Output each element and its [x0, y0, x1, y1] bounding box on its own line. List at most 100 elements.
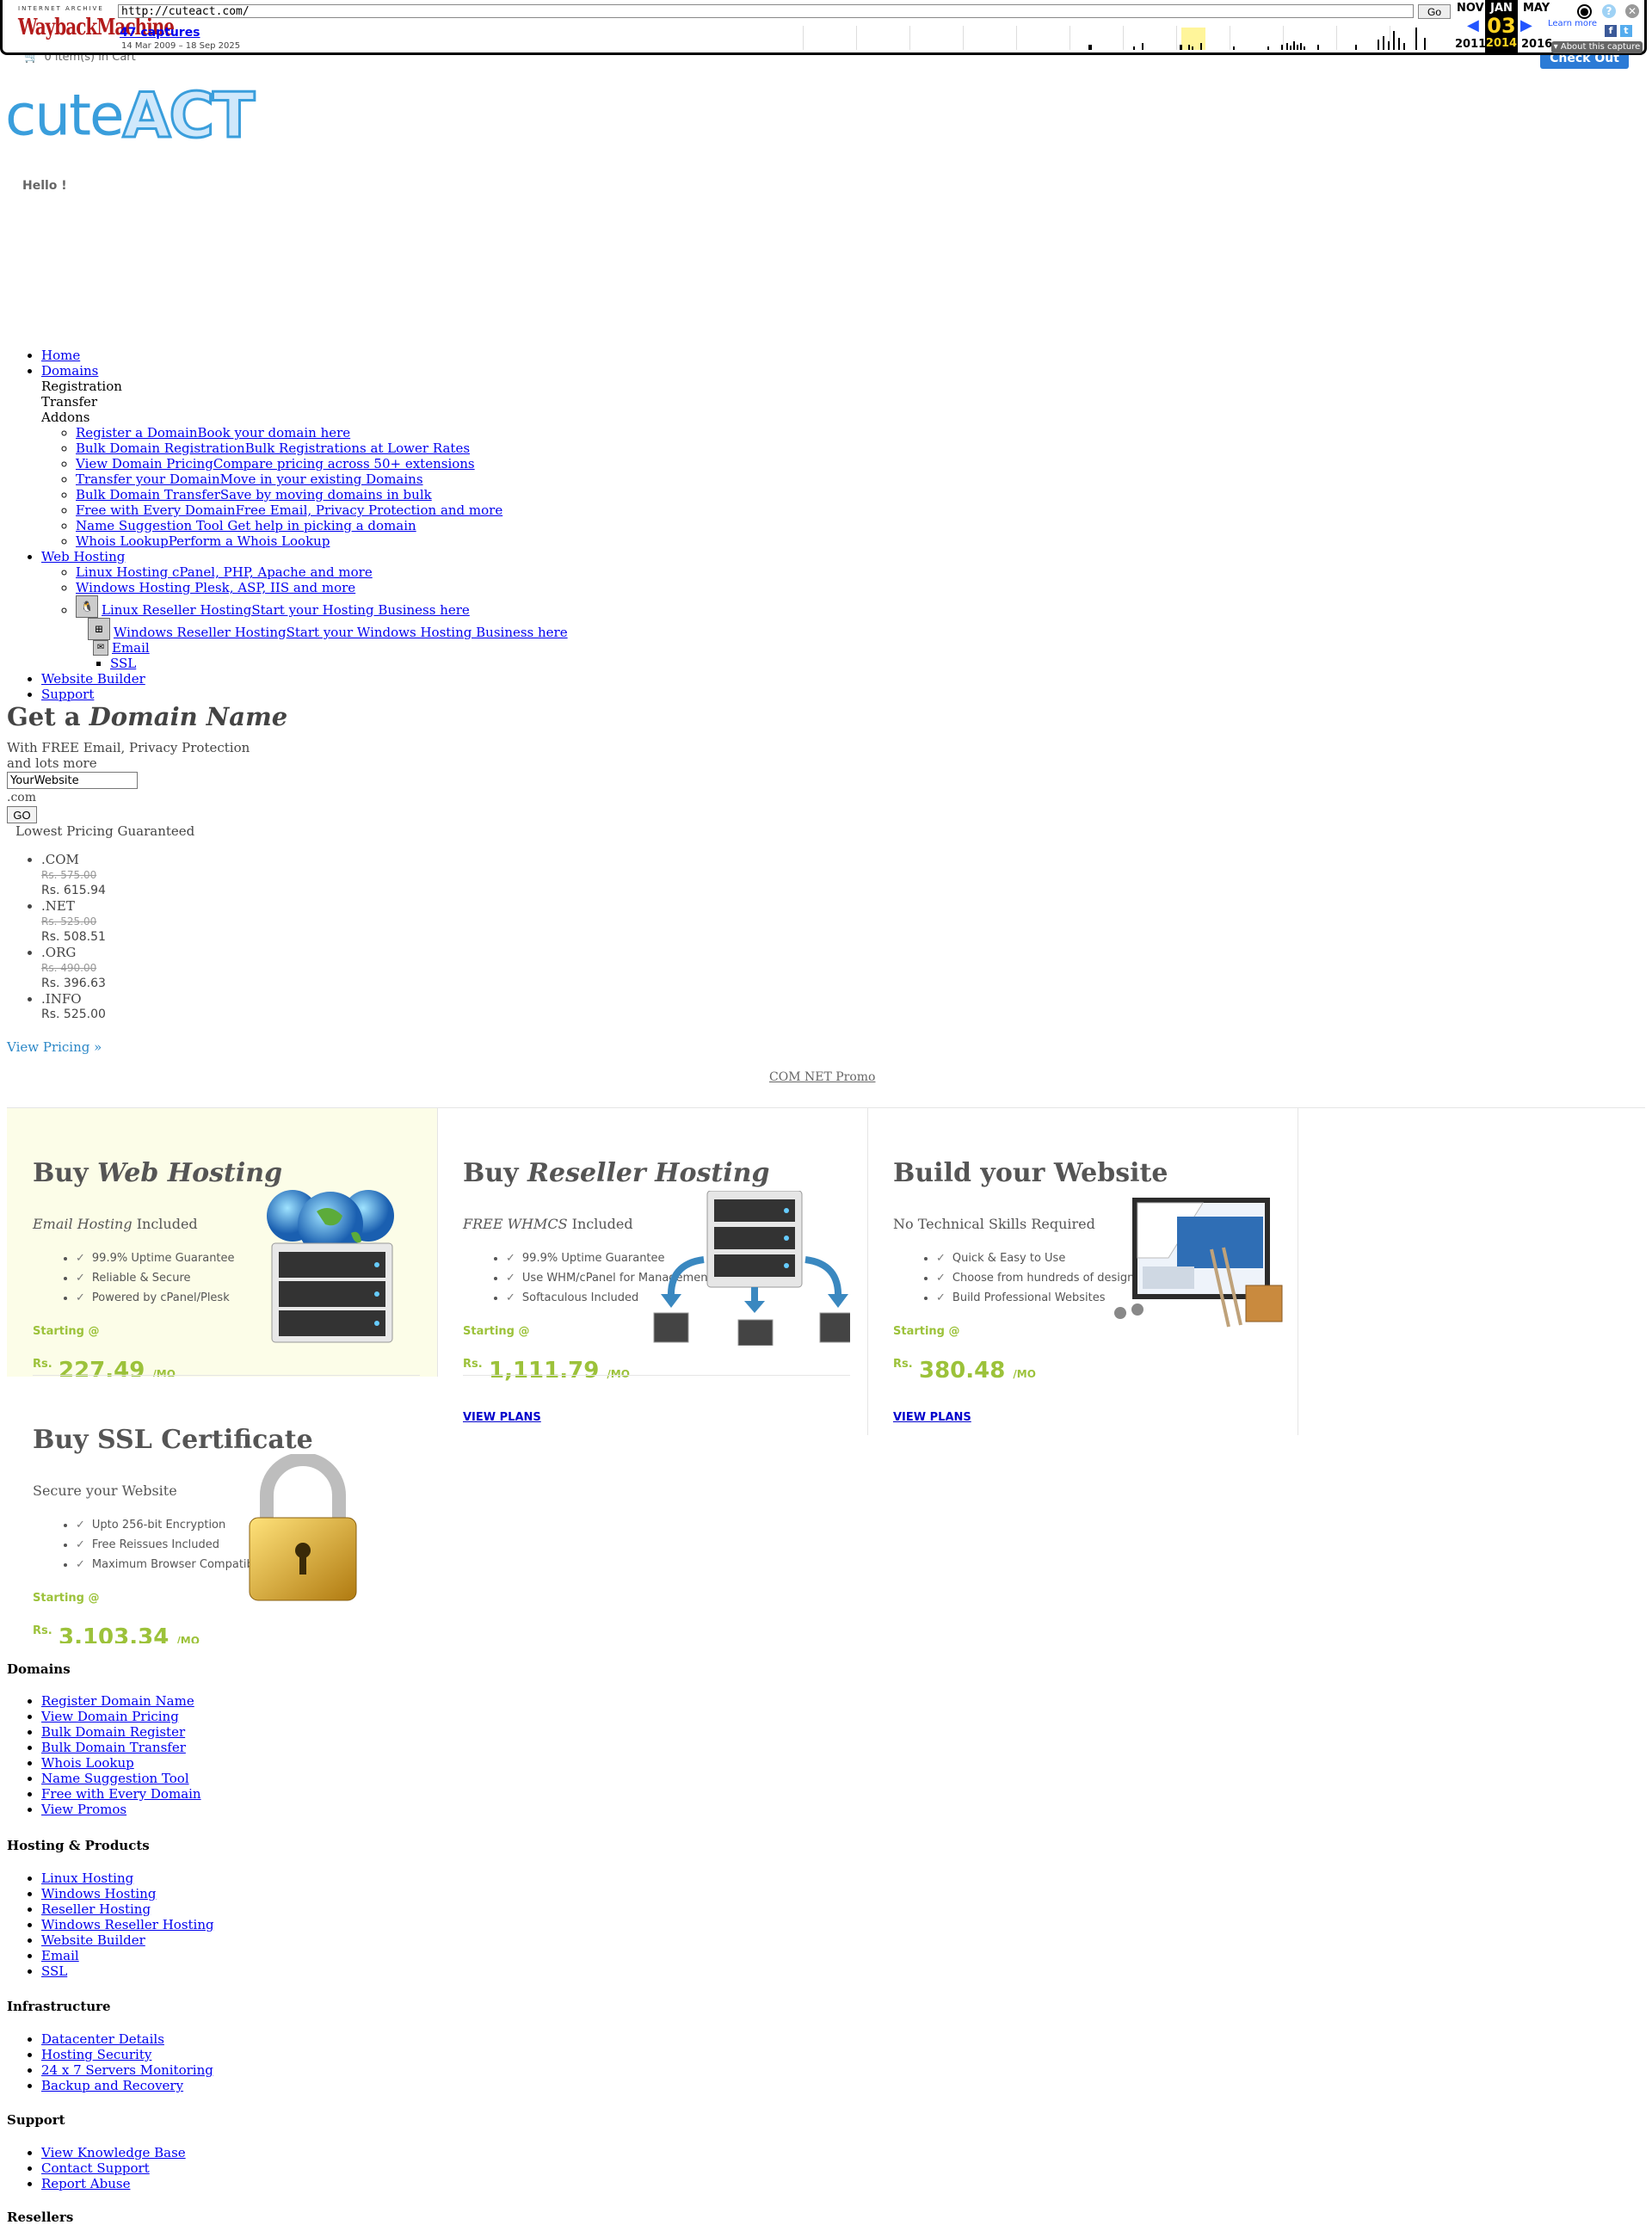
price-value: 3,103.34	[59, 1624, 170, 1643]
nav-tab-transfer[interactable]: Transfer	[41, 394, 98, 410]
website-builder-image	[1114, 1198, 1283, 1328]
list-item: Bulk Domain RegistrationBulk Registratio…	[76, 441, 568, 456]
nav-link-bulk-registration[interactable]: Bulk Domain RegistrationBulk Registratio…	[76, 441, 471, 456]
list-item: Bulk Domain Transfer	[41, 1740, 201, 1755]
lowest-pricing-text: Lowest Pricing Guaranteed	[15, 823, 195, 839]
promo-image-alt[interactable]: COM NET Promo	[769, 1070, 876, 1084]
user-icon[interactable]: ●	[1577, 4, 1592, 19]
footer-link[interactable]: Whois Lookup	[41, 1755, 134, 1771]
feature-item: ✓Upto 256-bit Encryption	[76, 1515, 274, 1535]
footer-link[interactable]: Website Builder	[41, 1932, 145, 1948]
product-box-ssl: Buy SSL Certificate Secure your Website …	[7, 1375, 437, 1643]
wayback-current-year: 2014	[1485, 37, 1518, 50]
nav-link-linux-reseller[interactable]: Linux Reseller HostingStart your Hosting…	[102, 602, 470, 618]
nav-link-whois[interactable]: Whois LookupPerform a Whois Lookup	[76, 533, 330, 549]
footer-link[interactable]: Hosting Security	[41, 2047, 152, 2062]
footer-link[interactable]: Name Suggestion Tool	[41, 1771, 189, 1786]
footer-link[interactable]: Linux Hosting	[41, 1870, 134, 1886]
wayback-go-button[interactable]: Go	[1418, 4, 1451, 19]
wayback-prev-year[interactable]: 2011	[1455, 38, 1487, 51]
list-item: Windows Reseller Hosting	[41, 1917, 214, 1932]
footer-link[interactable]: Datacenter Details	[41, 2031, 164, 2047]
wayback-url-input[interactable]	[118, 4, 1414, 18]
facebook-icon[interactable]: f	[1605, 25, 1617, 37]
price-value: 380.48	[919, 1358, 1006, 1384]
check-icon: ✓	[76, 1558, 85, 1571]
nav-link-register-domain[interactable]: Register a DomainBook your domain here	[76, 425, 351, 441]
product-title-b: Web Hosting	[97, 1158, 283, 1188]
nav-link-free-with-domain[interactable]: Free with Every DomainFree Email, Privac…	[76, 502, 503, 518]
check-icon: ✓	[506, 1252, 515, 1265]
help-icon[interactable]: ?	[1602, 4, 1616, 18]
nav-link-name-suggestion[interactable]: Name Suggestion Tool Get help in picking…	[76, 518, 416, 533]
nav-link-website-builder[interactable]: Website Builder	[41, 671, 145, 687]
footer-link[interactable]: Email	[41, 1948, 79, 1963]
nav-tab-addons[interactable]: Addons	[41, 410, 90, 425]
list-item: Name Suggestion Tool Get help in picking…	[76, 518, 568, 533]
footer-link[interactable]: View Domain Pricing	[41, 1709, 179, 1724]
footer-link[interactable]: Report Abuse	[41, 2176, 131, 2191]
wayback-learn-more[interactable]: Learn more	[1548, 19, 1598, 28]
wayback-next-month[interactable]: MAY	[1523, 2, 1550, 15]
footer-link[interactable]: Reseller Hosting	[41, 1901, 151, 1917]
nav-link-linux-hosting[interactable]: Linux Hosting cPanel, PHP, Apache and mo…	[76, 564, 373, 580]
footer-heading-infrastructure: Infrastructure	[7, 1999, 111, 2014]
footer-link[interactable]: Backup and Recovery	[41, 2078, 184, 2093]
main-nav: Home Domains Registration Transfer Addon…	[7, 348, 568, 702]
nav-link-email[interactable]: Email	[112, 640, 150, 656]
view-pricing-link[interactable]: View Pricing »	[7, 1039, 102, 1055]
footer-link[interactable]: Register Domain Name	[41, 1693, 194, 1709]
product-subtitle-b: Included	[132, 1216, 198, 1232]
wayback-capture-sparkline[interactable]	[803, 24, 1439, 50]
footer-link[interactable]: Contact Support	[41, 2160, 150, 2176]
list-item: Contact Support	[41, 2160, 186, 2176]
nav-link-home[interactable]: Home	[41, 348, 81, 363]
wayback-prev-month[interactable]: NOV	[1457, 2, 1484, 15]
nav-link-ssl[interactable]: SSL	[110, 656, 137, 671]
domain-search-title: Get a Domain Name	[7, 702, 287, 731]
wayback-logo[interactable]: INTERNET ARCHIVE WaybackMachine	[18, 5, 175, 45]
nav-link-support[interactable]: Support	[41, 687, 95, 702]
nav-item-website-builder: Website Builder	[41, 671, 568, 687]
footer-link[interactable]: View Knowledge Base	[41, 2145, 186, 2160]
footer-link[interactable]: 24 x 7 Servers Monitoring	[41, 2062, 213, 2078]
tld-select[interactable]: .com	[7, 791, 36, 804]
product-subtitle: FREE WHMCS Included	[463, 1216, 633, 1232]
nav-tab-registration[interactable]: Registration	[41, 379, 122, 394]
view-plans-link[interactable]: VIEW PLANS	[463, 1411, 541, 1424]
domain-title-part-a: Get a	[7, 702, 89, 731]
nav-link-web-hosting[interactable]: Web Hosting	[41, 549, 126, 564]
nav-link-domain-pricing[interactable]: View Domain PricingCompare pricing acros…	[76, 456, 475, 471]
windows-icon: ⊞	[88, 618, 110, 640]
product-title: Build your Website	[893, 1158, 1168, 1188]
twitter-icon[interactable]: t	[1619, 25, 1632, 37]
feature-item: ✓Powered by cPanel/Plesk	[76, 1288, 235, 1308]
nav-link-bulk-transfer[interactable]: Bulk Domain TransferSave by moving domai…	[76, 487, 432, 502]
wayback-prev-arrow-icon[interactable]: ◀	[1467, 16, 1479, 34]
nav-link-transfer-domain[interactable]: Transfer your DomainMove in your existin…	[76, 471, 423, 487]
footer-link[interactable]: Bulk Domain Register	[41, 1724, 186, 1740]
domain-search-input[interactable]	[7, 772, 138, 789]
footer-link[interactable]: Windows Hosting	[41, 1886, 157, 1901]
list-item: Datacenter Details	[41, 2031, 213, 2047]
footer-link[interactable]: Free with Every Domain	[41, 1786, 201, 1802]
footer-link[interactable]: Windows Reseller Hosting	[41, 1917, 214, 1932]
site-logo[interactable]: cuteACT	[5, 78, 256, 153]
footer-link[interactable]: SSL	[41, 1963, 68, 1979]
wayback-next-arrow-icon[interactable]: ▶	[1520, 16, 1532, 34]
wayback-current-month: JAN	[1490, 2, 1513, 15]
wayback-next-year[interactable]: 2016	[1521, 38, 1553, 51]
view-plans-link[interactable]: VIEW PLANS	[893, 1411, 971, 1424]
feature-text: Build Professional Websites	[952, 1291, 1106, 1304]
nav-link-windows-hosting[interactable]: Windows Hosting Plesk, ASP, IIS and more	[76, 580, 356, 595]
footer-link[interactable]: Bulk Domain Transfer	[41, 1740, 186, 1755]
wayback-captures-link[interactable]: 47 captures	[120, 26, 200, 40]
product-subtitle: Secure your Website	[33, 1482, 177, 1499]
check-icon: ✓	[506, 1291, 515, 1304]
close-icon[interactable]: ✕	[1625, 4, 1639, 18]
nav-link-domains[interactable]: Domains	[41, 363, 99, 379]
nav-link-windows-reseller[interactable]: Windows Reseller HostingStart your Windo…	[114, 625, 568, 640]
domain-go-button[interactable]: GO	[7, 806, 37, 823]
footer-link[interactable]: View Promos	[41, 1802, 127, 1817]
wayback-about-capture-button[interactable]: ▾ About this capture	[1551, 41, 1643, 53]
